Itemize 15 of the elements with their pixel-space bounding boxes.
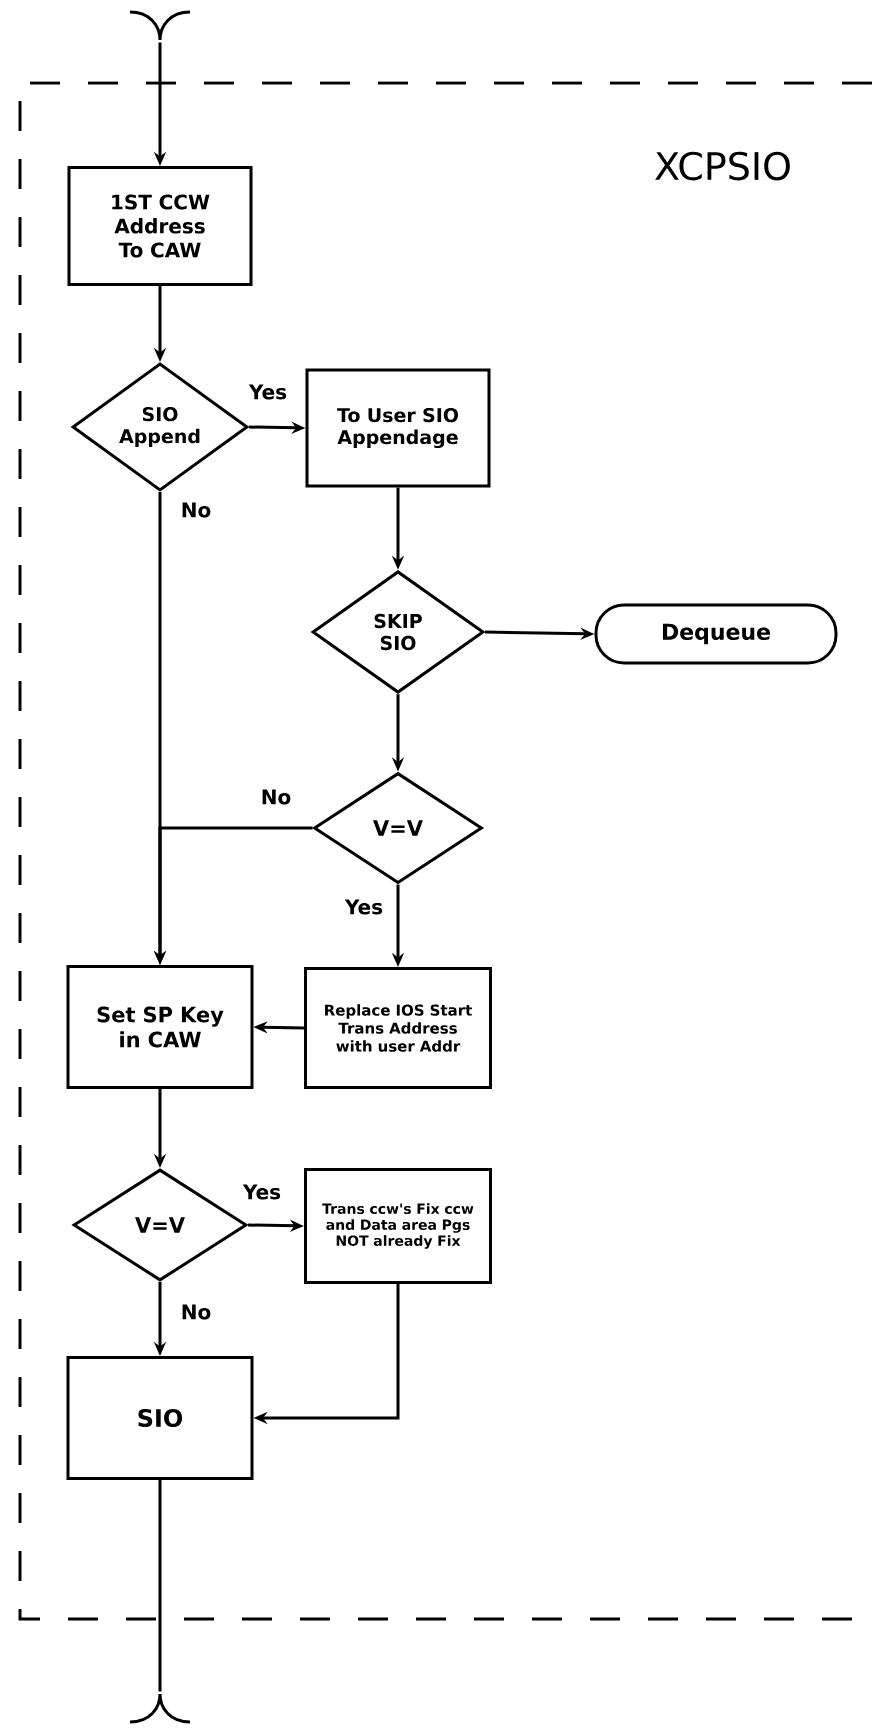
process-box: Trans ccw's Fix ccw and Data area Pgs NOT already Fix (304, 1168, 492, 1284)
process-box: 1ST CCW Address To CAW (67, 166, 253, 286)
process-box: SIO (66, 1356, 254, 1480)
process-box: Set SP Key in CAW (66, 965, 254, 1089)
edge-label: No (179, 501, 213, 519)
title: XCPSIO (655, 151, 790, 181)
process-box: Replace IOS Start Trans Address with user Addr (304, 967, 492, 1089)
break-mark (129, 10, 191, 42)
edge-label: Yes (247, 383, 289, 401)
break-mark (129, 1692, 191, 1724)
edge-label: Yes (343, 898, 385, 916)
process-box: To User SIO Appendage (305, 368, 491, 488)
edge-label: No (259, 788, 293, 806)
edge-label: No (179, 1303, 213, 1321)
terminal-box: Dequeue (594, 603, 838, 665)
